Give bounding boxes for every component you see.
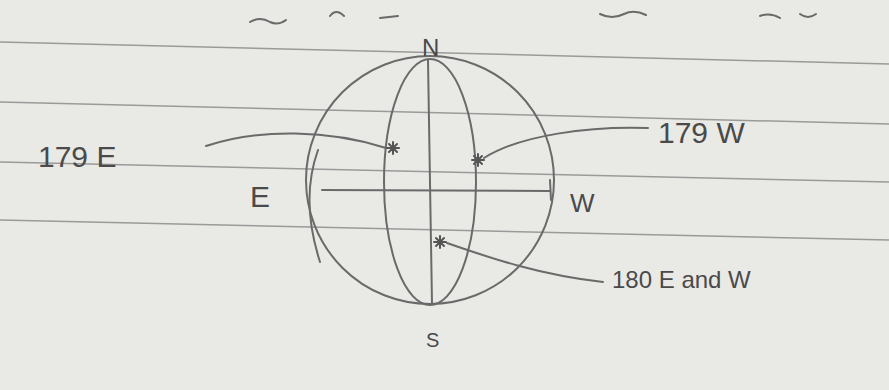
longitude-label: 179 W [658, 118, 745, 148]
direction-letter: W [570, 190, 595, 216]
direction-letter: E [250, 182, 270, 212]
pole-letter: S [426, 330, 439, 350]
longitude-label: 179 E [38, 142, 116, 172]
pole-letter: N [422, 36, 439, 60]
longitude-label: 180 E and W [612, 268, 751, 292]
